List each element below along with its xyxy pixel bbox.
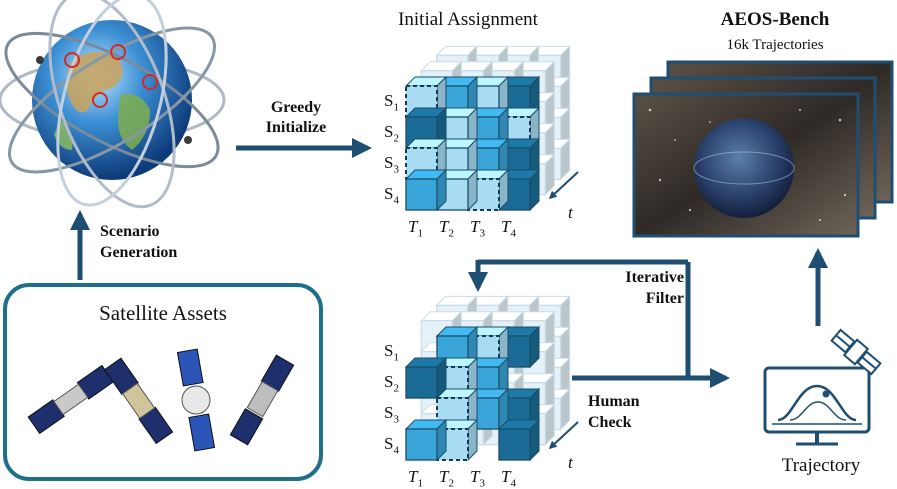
filtered-assignment-grid bbox=[404, 295, 571, 462]
bench-subtitle: 16k Trajectories bbox=[726, 37, 824, 53]
trajectory-monitor-icon bbox=[763, 366, 871, 446]
satellite-assets-title: Satellite Assets bbox=[99, 301, 227, 325]
greedy-initialize-label: Greedy Initialize bbox=[265, 99, 327, 136]
col-label-t1: T1 bbox=[408, 467, 423, 489]
initial-assignment-title: Initial Assignment bbox=[398, 9, 538, 30]
earth-icon bbox=[694, 118, 794, 218]
trajectory-images-stack bbox=[632, 60, 894, 238]
satellites-illustration bbox=[27, 348, 295, 452]
col-label-t2: T2 bbox=[439, 217, 454, 240]
cell-s4-t4 bbox=[497, 418, 541, 462]
col-label-t3: T3 bbox=[470, 217, 485, 240]
row-label-s2: S2 bbox=[384, 372, 399, 395]
col-label-t3: T3 bbox=[470, 467, 485, 489]
initial-assignment-grid bbox=[404, 45, 571, 212]
row-label-s4: S4 bbox=[384, 184, 399, 207]
col-label-t1: T1 bbox=[408, 217, 423, 240]
col-label-t4: T4 bbox=[501, 217, 516, 240]
scenario-generation-label: Scenario Generation bbox=[100, 223, 178, 261]
human-check-label: Human Check bbox=[588, 393, 640, 431]
row-label-s4: S4 bbox=[384, 434, 399, 457]
trajectory-label: Trajectory bbox=[781, 455, 861, 476]
time-axis-arrows bbox=[548, 171, 579, 450]
cell-s4-t1 bbox=[404, 418, 448, 462]
col-label-t2: T2 bbox=[439, 467, 454, 489]
earth-orbits-illustration bbox=[0, 0, 226, 209]
col-label-t4: T4 bbox=[501, 467, 516, 489]
time-axis-label: t bbox=[568, 453, 573, 472]
row-label-s2: S2 bbox=[384, 122, 399, 145]
row-label-s3: S3 bbox=[384, 153, 399, 176]
satellite-icon bbox=[830, 328, 882, 376]
flow-arrows bbox=[70, 138, 828, 388]
row-label-s3: S3 bbox=[384, 403, 399, 426]
bench-title: AEOS-Bench bbox=[720, 9, 830, 30]
iterative-filter-label: Iterative Filter bbox=[625, 269, 684, 307]
cell-s2-t1 bbox=[404, 356, 448, 400]
row-label-s1: S1 bbox=[384, 341, 399, 364]
cell-s1-t1 bbox=[404, 75, 448, 119]
time-axis-label: t bbox=[568, 203, 573, 222]
row-label-s1: S1 bbox=[384, 91, 399, 114]
cell-s4-t1 bbox=[404, 168, 448, 212]
